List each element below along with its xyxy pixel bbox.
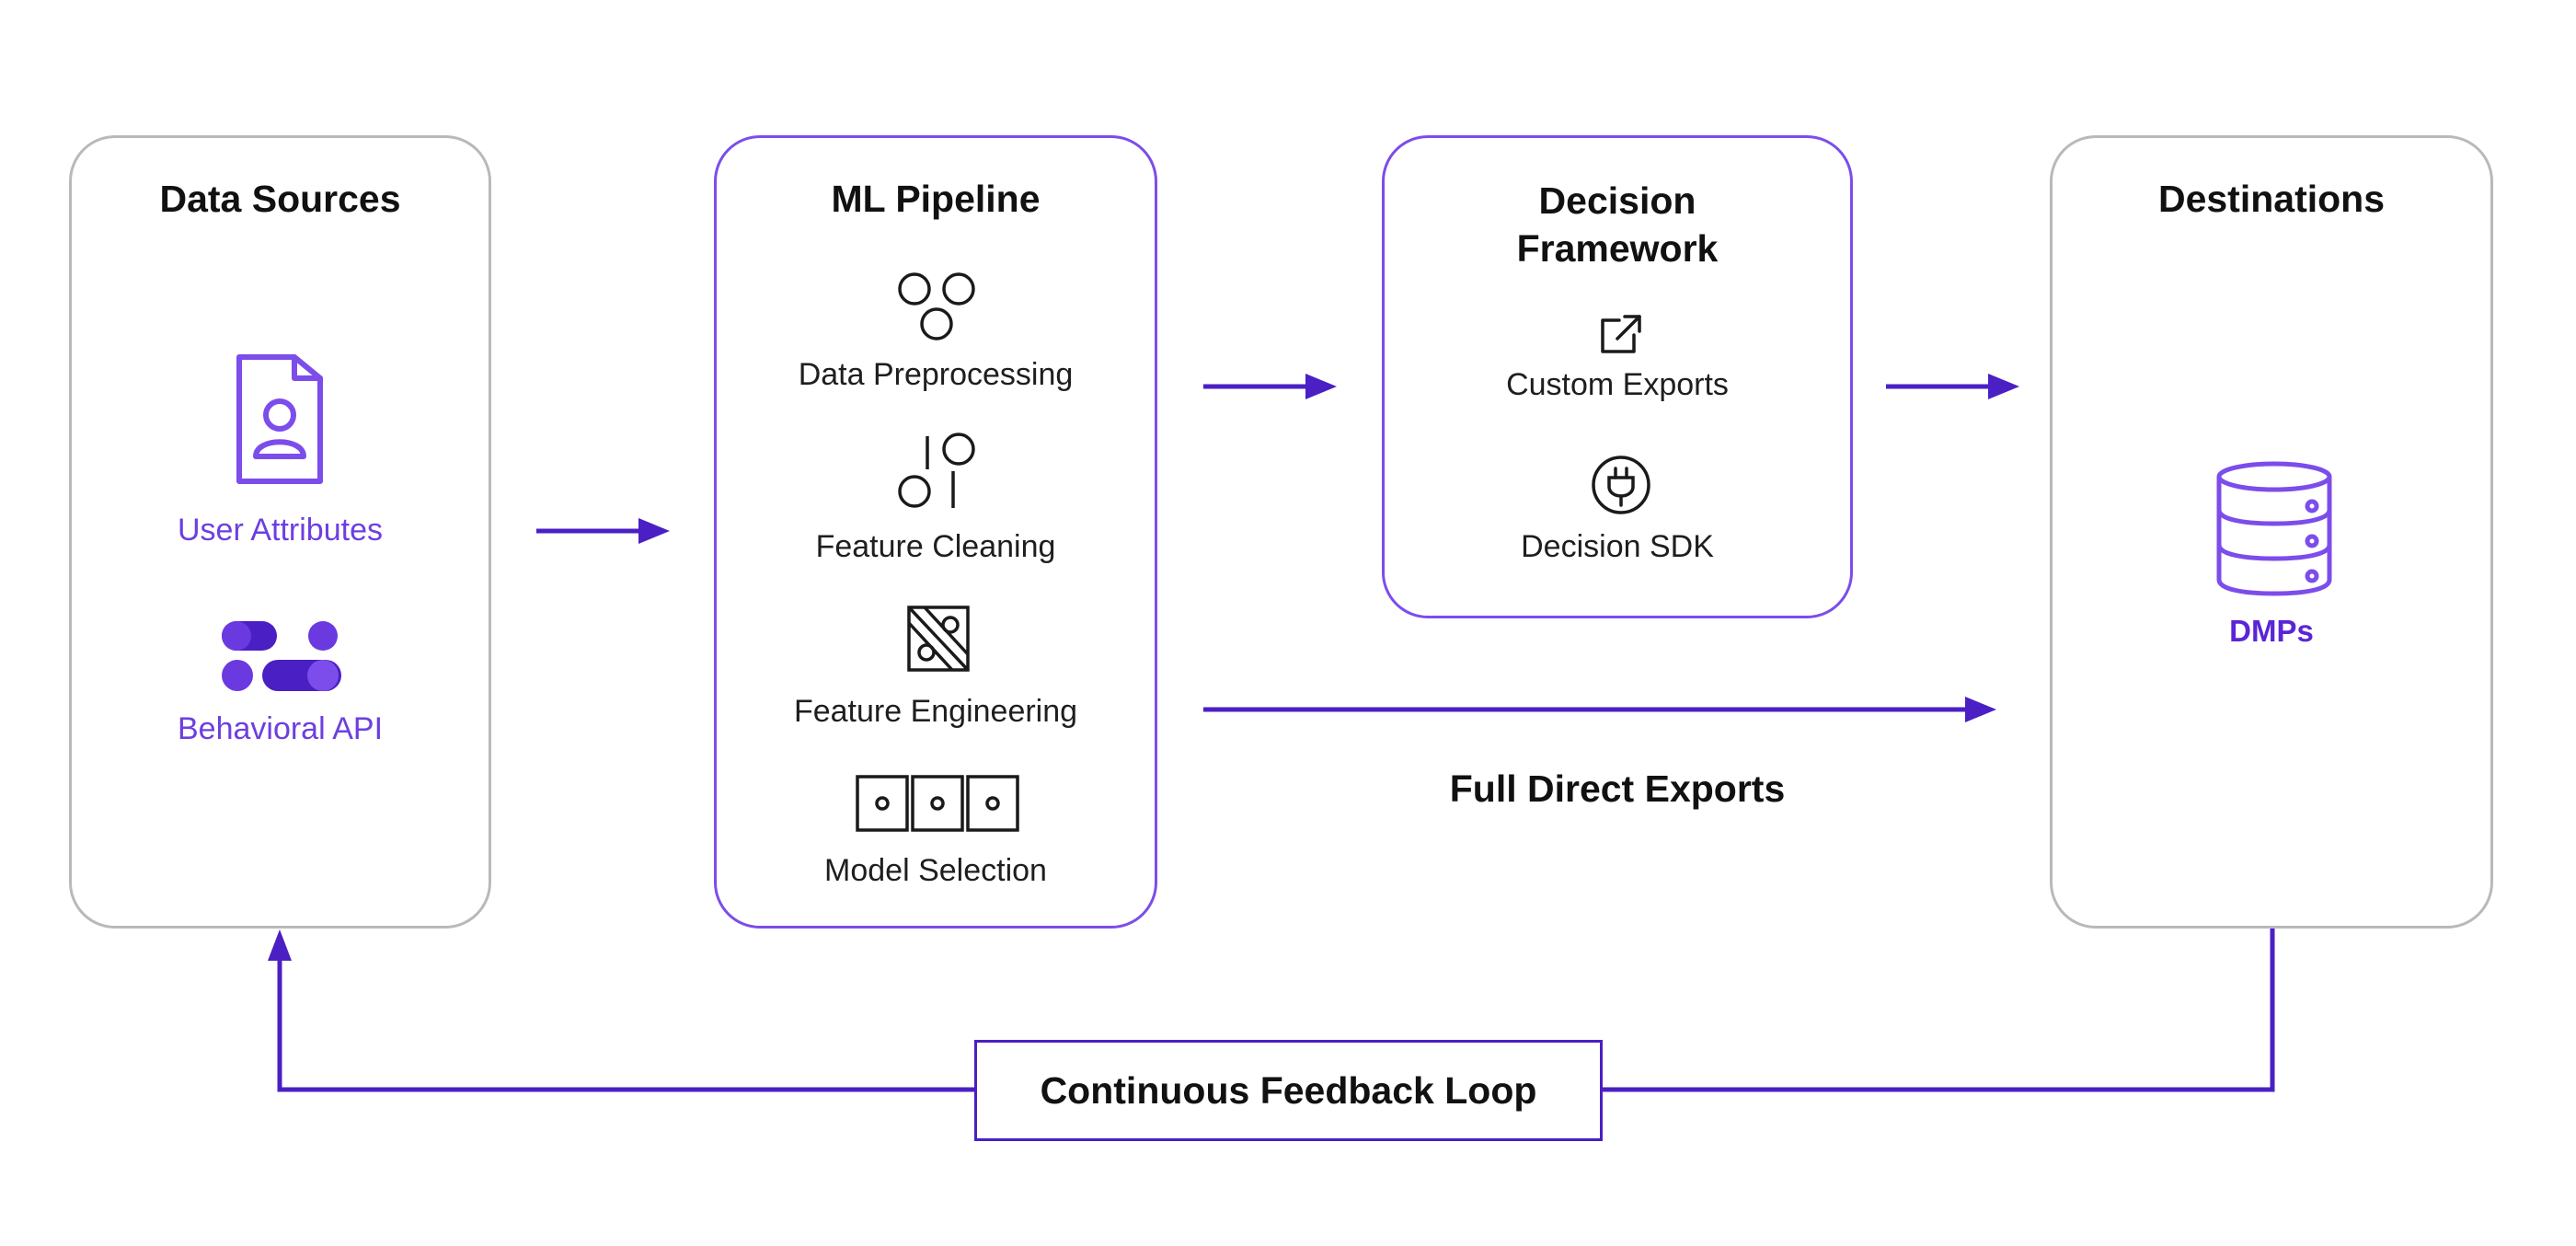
external-link-icon (1601, 315, 1641, 353)
plug-circle-icon (1592, 456, 1650, 514)
behavioral-api-label: Behavioral API (177, 711, 384, 746)
feedback-loop-line-right (1603, 929, 2275, 1092)
decision-framework-title-line-1: Decision (1538, 179, 1696, 222)
custom-exports-label: Custom Exports (1506, 367, 1729, 402)
arrowhead-full-direct-exports (1965, 697, 1996, 722)
three-circles-icon (898, 272, 975, 340)
continuous-feedback-loop-box: Continuous Feedback Loop (974, 1040, 1603, 1141)
full-direct-exports-label: Full Direct Exports (1449, 767, 1786, 810)
destinations-title: Destinations (2157, 178, 2386, 220)
data-preprocessing-label: Data Preprocessing (798, 357, 1074, 392)
feature-cleaning-label: Feature Cleaning (815, 529, 1056, 564)
decision-sdk-label: Decision SDK (1521, 529, 1714, 564)
arrowhead-feedback-to-sources (268, 929, 292, 961)
data-sources-panel: Data Sources User Attributes Behavioral … (69, 135, 491, 929)
data-sources-title: Data Sources (159, 178, 401, 220)
ml-pipeline-panel: ML Pipeline Data Preprocessing Feature C… (714, 135, 1157, 929)
database-icon (2216, 461, 2332, 596)
arrowhead-pipeline-to-decision (1305, 374, 1337, 399)
continuous-feedback-loop-label: Continuous Feedback Loop (1040, 1068, 1537, 1112)
feature-engineering-label: Feature Engineering (793, 694, 1078, 729)
sliders-icon (898, 433, 975, 508)
three-boxes-icon (856, 775, 1019, 832)
model-selection-label: Model Selection (824, 853, 1047, 888)
decision-framework-title-line-2: Framework (1516, 227, 1719, 270)
user-profile-document-icon (236, 354, 323, 484)
dmps-label: DMPs (2229, 614, 2314, 648)
feedback-loop-line-left (277, 959, 974, 1092)
diagonal-split-square-icon (907, 606, 970, 672)
destinations-panel: Destinations DMPs (2050, 135, 2493, 929)
ml-pipeline-title: ML Pipeline (831, 178, 1041, 220)
arrowhead-decision-to-destinations (1988, 374, 2019, 399)
user-attributes-label: User Attributes (178, 513, 383, 548)
arrowhead-sources-to-pipeline (638, 518, 670, 544)
toggle-pills-icon (222, 621, 341, 691)
decision-framework-panel: Decision Framework Custom Exports Decisi… (1382, 135, 1853, 618)
